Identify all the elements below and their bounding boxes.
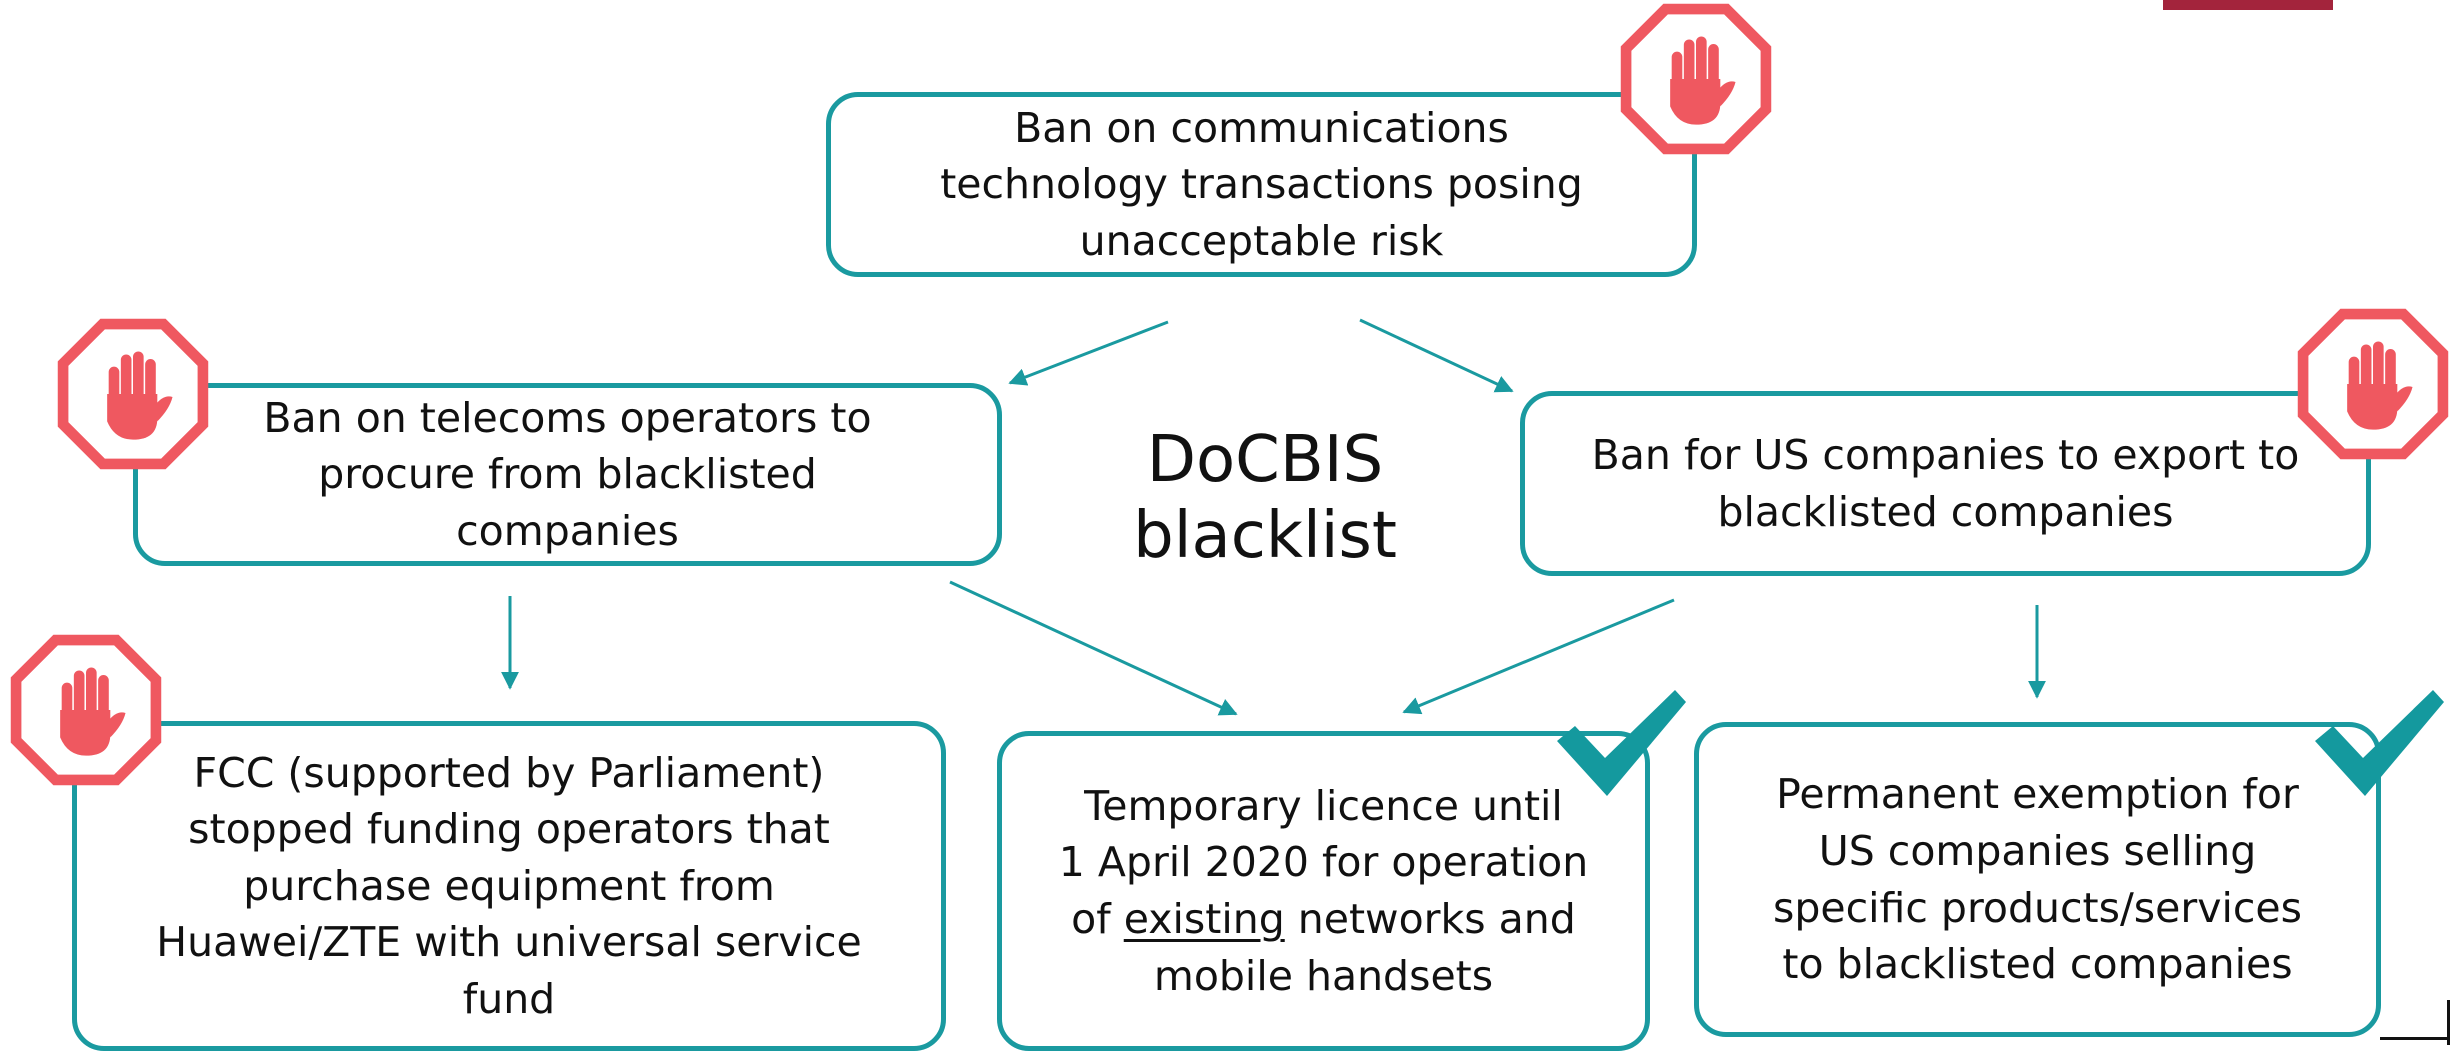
corner-bracket-vertical [2447, 1000, 2450, 1045]
stop-hand-icon [57, 318, 209, 470]
box-telecoms-ban: Ban on telecoms operators to procure fro… [133, 383, 1002, 566]
box-exemption: Permanent exemption for US companies sel… [1694, 722, 2381, 1037]
corner-accent-bar [2163, 0, 2333, 10]
box-licence-text: Temporary licence until 1 April 2020 for… [1058, 781, 1589, 1000]
arrow-top-to-export [1359, 318, 1514, 393]
corner-bracket [2380, 1037, 2450, 1040]
stop-hand-icon [1620, 3, 1772, 155]
stop-hand-icon [2297, 308, 2449, 460]
box-export-ban-text: Ban for US companies to export to blackl… [1591, 430, 2300, 536]
box-telecoms-ban-text: Ban on telecoms operators to procure fro… [263, 393, 872, 555]
box-top-ban: Ban on communications technology transac… [826, 92, 1697, 277]
box-fcc: FCC (supported by Parliament) stopped fu… [72, 721, 946, 1051]
check-icon [2315, 690, 2444, 796]
arrow-export-to-licence [1402, 598, 1675, 715]
docbis-blacklist-label: DoCBIS blacklist [1133, 423, 1397, 573]
box-exemption-text: Permanent exemption for US companies sel… [1772, 770, 2303, 989]
stop-hand-icon [10, 634, 162, 786]
box-export-ban: Ban for US companies to export to blackl… [1520, 391, 2371, 576]
existing-underline: existing [1123, 895, 1285, 943]
arrow-telecoms-to-licence [949, 580, 1238, 716]
box-top-ban-text: Ban on communications technology transac… [940, 103, 1583, 265]
check-icon [1557, 690, 1686, 796]
arrow-top-to-telecoms [1008, 320, 1169, 386]
box-fcc-text: FCC (supported by Parliament) stopped fu… [156, 748, 862, 1023]
box-licence: Temporary licence until 1 April 2020 for… [997, 731, 1650, 1051]
